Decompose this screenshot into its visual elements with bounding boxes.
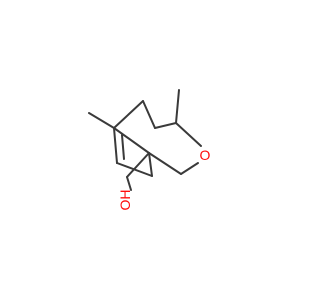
molecule-diagram: O OH <box>88 89 211 211</box>
bond-c2-o <box>180 162 199 175</box>
bond-c1-c2 <box>148 152 182 175</box>
bond-bridge-left <box>113 100 144 129</box>
bond-c8-c1 <box>148 152 153 177</box>
hydroxyl-label: OH <box>117 190 133 211</box>
ring-oxygen-label: O <box>200 147 211 163</box>
bond-c1-ch2 <box>126 152 150 178</box>
bond-double-outer <box>113 127 118 164</box>
bond-bridge-right <box>142 100 156 129</box>
bond-c4-c5 <box>154 122 177 129</box>
bond-methyl-left <box>88 112 115 129</box>
bond-double-inner <box>121 134 125 160</box>
bond-methyl-right <box>175 89 180 124</box>
structure-canvas: O OH <box>88 89 211 211</box>
bond-c6-c5 <box>113 127 150 154</box>
bond-o-c4 <box>175 122 202 147</box>
bond-ch2-oh <box>126 176 132 191</box>
